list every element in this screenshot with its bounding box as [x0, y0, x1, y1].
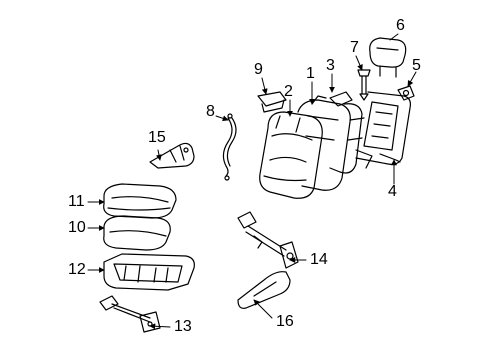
release-cable-part — [222, 113, 237, 181]
callout-7: 7 — [350, 39, 359, 56]
callout-16: 16 — [276, 313, 294, 330]
callout-15: 15 — [148, 129, 166, 146]
seatback-cushion-part — [259, 111, 323, 199]
headrest-part — [369, 37, 407, 78]
callout-9: 9 — [254, 61, 263, 78]
recliner-bracket-part — [237, 211, 299, 269]
callout-8: 8 — [206, 103, 215, 120]
leader-13 — [149, 323, 171, 330]
leader-8 — [215, 115, 229, 122]
seat-cushion-cover-part — [103, 183, 177, 219]
leader-5 — [407, 71, 417, 87]
leader-6 — [389, 33, 399, 41]
side-trim-part — [237, 271, 291, 309]
callout-14: 14 — [310, 251, 328, 268]
leader-15 — [156, 149, 162, 161]
armrest-cup-part — [257, 91, 287, 113]
seat-track-part — [99, 295, 161, 333]
callout-1: 1 — [306, 65, 315, 82]
seat-frame-part — [103, 253, 195, 291]
side-cover-part — [149, 142, 195, 169]
callout-3: 3 — [326, 57, 335, 74]
callout-4: 4 — [388, 183, 397, 200]
callout-13: 13 — [174, 318, 192, 335]
callout-2: 2 — [284, 83, 293, 100]
seatback-cover-part — [297, 95, 351, 191]
leader-16 — [253, 299, 273, 319]
leader-9 — [261, 77, 268, 95]
callout-12: 12 — [68, 261, 86, 278]
seat-cushion-pad-part — [103, 215, 171, 251]
lock-pin-part — [357, 69, 371, 101]
leader-7 — [355, 55, 363, 71]
callout-5: 5 — [412, 57, 421, 74]
leader-lines — [87, 33, 417, 330]
callout-10: 10 — [68, 219, 86, 236]
callout-6: 6 — [396, 17, 405, 34]
callout-11: 11 — [68, 193, 85, 210]
headrest-guide-part — [397, 85, 415, 101]
